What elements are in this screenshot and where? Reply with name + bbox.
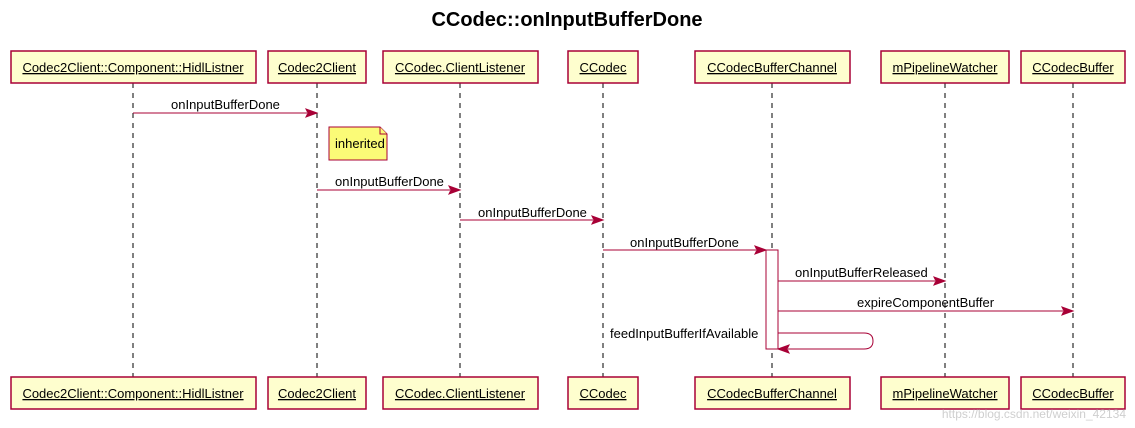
participant-client-top: Codec2Client xyxy=(267,50,367,84)
message-label: feedInputBufferIfAvailable xyxy=(610,326,758,341)
message-label: onInputBufferDone xyxy=(630,235,739,250)
participant-label: Codec2Client::Component::HidlListner xyxy=(22,60,244,75)
participant-channel-top: CCodecBufferChannel xyxy=(694,50,851,84)
participant-label: Codec2Client::Component::HidlListner xyxy=(22,386,244,401)
note-text: inherited xyxy=(335,136,385,151)
participants-top: Codec2Client::Component::HidlListner Cod… xyxy=(10,50,1126,84)
participant-watcher-top: mPipelineWatcher xyxy=(880,50,1010,84)
message-listener-to-ccodec: onInputBufferDone xyxy=(460,205,605,225)
participant-hidl-top: Codec2Client::Component::HidlListner xyxy=(10,50,257,84)
participant-label: CCodecBuffer xyxy=(1032,386,1114,401)
participant-label: Codec2Client xyxy=(278,60,356,75)
participant-label: Codec2Client xyxy=(278,386,356,401)
activation-bar-channel xyxy=(765,249,779,350)
participant-client-bottom: Codec2Client xyxy=(267,376,367,410)
participant-label: mPipelineWatcher xyxy=(892,386,998,401)
participant-buffer-top: CCodecBuffer xyxy=(1020,50,1126,84)
message-ccodec-to-channel: onInputBufferDone xyxy=(603,235,768,255)
participant-listener-bottom: CCodec.ClientListener xyxy=(382,376,539,410)
watermark: https://blog.csdn.net/weixin_42134 xyxy=(942,407,1126,421)
message-label: onInputBufferDone xyxy=(171,97,280,112)
message-channel-self: feedInputBufferIfAvailable xyxy=(610,326,874,354)
message-label: onInputBufferDone xyxy=(478,205,587,220)
participant-watcher-bottom: mPipelineWatcher xyxy=(880,376,1010,410)
diagram-title: CCodec::onInputBufferDone xyxy=(431,9,702,31)
note-inherited: inherited xyxy=(328,126,388,161)
message-label: onInputBufferReleased xyxy=(795,265,928,280)
participants-bottom: Codec2Client::Component::HidlListner Cod… xyxy=(10,376,1126,410)
participant-buffer-bottom: CCodecBuffer xyxy=(1020,376,1126,410)
message-label: onInputBufferDone xyxy=(335,174,444,189)
lifelines xyxy=(132,83,1074,377)
message-hidl-to-client: onInputBufferDone xyxy=(133,97,319,118)
participant-label: CCodecBufferChannel xyxy=(707,60,837,75)
message-channel-to-watcher: onInputBufferReleased xyxy=(778,265,947,286)
participant-label: CCodecBuffer xyxy=(1032,60,1114,75)
participant-label: CCodec.ClientListener xyxy=(395,60,526,75)
participant-ccodec-bottom: CCodec xyxy=(567,376,639,410)
participant-label: mPipelineWatcher xyxy=(892,60,998,75)
participant-channel-bottom: CCodecBufferChannel xyxy=(694,376,851,410)
message-client-to-listener: onInputBufferDone xyxy=(317,174,462,195)
participant-label: CCodec xyxy=(580,60,627,75)
participant-label: CCodecBufferChannel xyxy=(707,386,837,401)
participant-label: CCodec.ClientListener xyxy=(395,386,526,401)
participant-ccodec-top: CCodec xyxy=(567,50,639,84)
participant-hidl-bottom: Codec2Client::Component::HidlListner xyxy=(10,376,257,410)
message-channel-to-buffer: expireComponentBuffer xyxy=(778,295,1075,316)
participant-listener-top: CCodec.ClientListener xyxy=(382,50,539,84)
participant-label: CCodec xyxy=(580,386,627,401)
message-label: expireComponentBuffer xyxy=(857,295,995,310)
